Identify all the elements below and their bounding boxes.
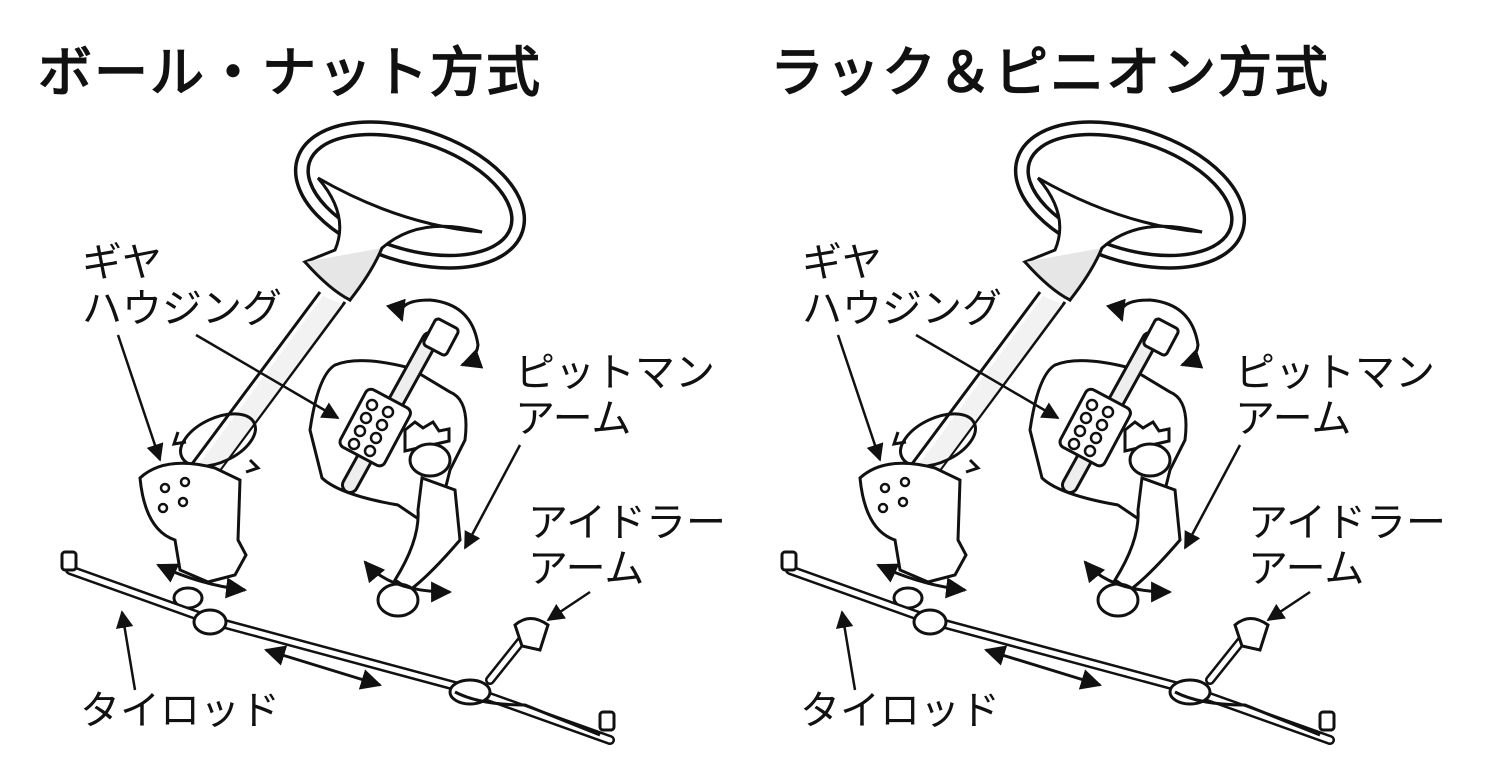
right-tie-rod-label: タイロッド [800,688,1000,734]
left-tie-rod-label: タイロッド [80,688,280,734]
right-gear-housing-label: ギヤ ハウジング [802,240,1002,332]
right-idler-arm-label: アイドラー アーム [1248,500,1446,592]
right-pitman-arm-label: ピットマン アーム [1235,350,1435,442]
left-pitman-arm-label: ピットマン アーム [515,350,715,442]
left-panel-title: ボール・ナット方式 [38,41,542,104]
left-idler-arm-label: アイドラー アーム [528,500,726,592]
left-gear-housing-label: ギヤ ハウジング [82,240,282,332]
right-panel-title: ラック＆ピニオン方式 [770,41,1330,104]
